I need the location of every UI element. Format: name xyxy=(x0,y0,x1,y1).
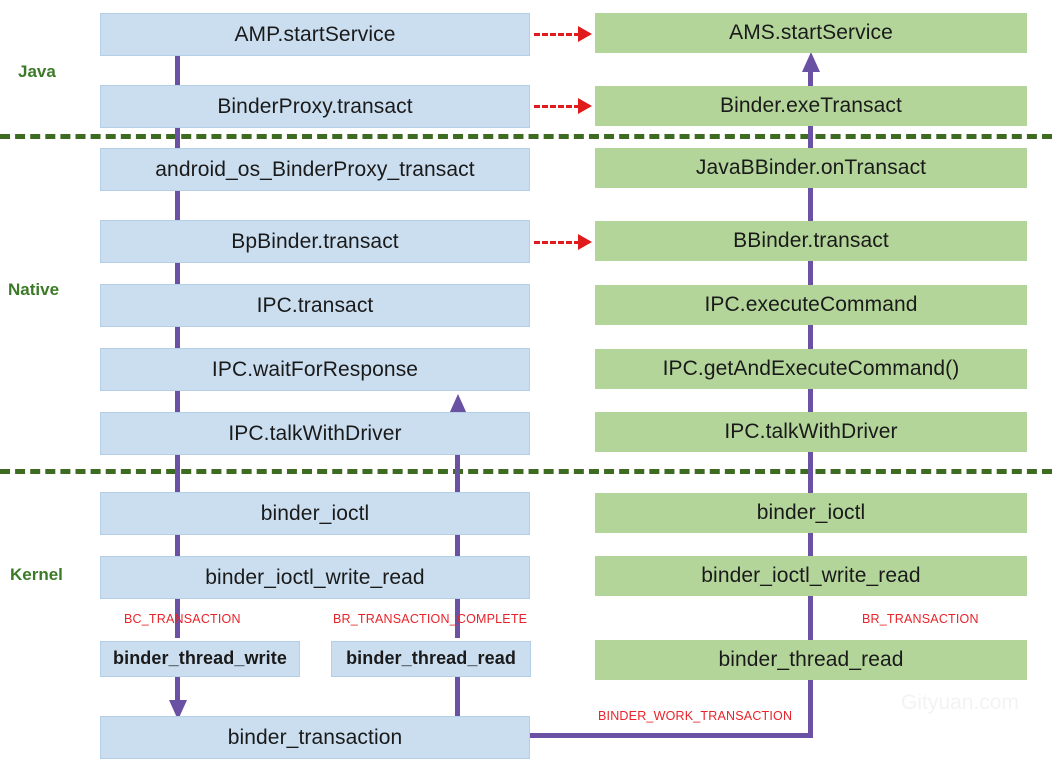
client-box-android-os-binderproxy-transact[interactable]: android_os_BinderProxy_transact xyxy=(100,148,530,191)
server-box-ams-startservice[interactable]: AMS.startService xyxy=(595,13,1027,53)
server-box-bbinder-transact[interactable]: BBinder.transact xyxy=(595,221,1027,261)
server-box-binder-ioctl-write-read[interactable]: binder_ioctl_write_read xyxy=(595,556,1027,596)
command-label-br-transaction: BR_TRANSACTION xyxy=(862,612,979,626)
watermark: Gityuan.com xyxy=(901,691,1019,714)
server-spine-main xyxy=(808,72,813,738)
client-box-bpbinder-transact[interactable]: BpBinder.transact xyxy=(100,220,530,263)
server-box-binder-exetransact[interactable]: Binder.exeTransact xyxy=(595,86,1027,126)
command-label-binder-work-transaction: BINDER_WORK_TRANSACTION xyxy=(598,709,793,723)
server-box-ipc-talkwithdriver[interactable]: IPC.talkWithDriver xyxy=(595,412,1027,452)
layer-label-java: Java xyxy=(18,62,56,81)
arrow-down-to-binder-transaction xyxy=(169,700,187,720)
transition-arrowhead-bpbinder-to-bbinder xyxy=(578,234,592,250)
arrow-up-to-ams-startservice xyxy=(802,52,820,72)
client-box-binder-ioctl-write-read[interactable]: binder_ioctl_write_read xyxy=(100,556,530,599)
transition-arrow-amp-to-ams xyxy=(534,33,580,36)
client-box-binder-ioctl[interactable]: binder_ioctl xyxy=(100,492,530,535)
server-box-ipc-getandexecutecommand[interactable]: IPC.getAndExecuteCommand() xyxy=(595,349,1027,389)
layer-label-native: Native xyxy=(8,280,60,299)
transition-arrowhead-amp-to-ams xyxy=(578,26,592,42)
layer-label-kernel: Kernel xyxy=(10,565,63,584)
transition-arrow-bpbinder-to-bbinder xyxy=(534,241,580,244)
client-spine-main xyxy=(175,55,180,638)
client-box-amp-startservice[interactable]: AMP.startService xyxy=(100,13,530,56)
transition-arrowhead-binderproxy-to-binder xyxy=(578,98,592,114)
arrow-up-to-wait-for-response xyxy=(449,394,467,414)
command-label-bc-transaction: BC_TRANSACTION xyxy=(124,612,241,626)
server-box-binder-ioctl[interactable]: binder_ioctl xyxy=(595,493,1027,533)
client-box-binderproxy-transact[interactable]: BinderProxy.transact xyxy=(100,85,530,128)
client-box-binder-thread-write[interactable]: binder_thread_write xyxy=(100,641,300,677)
command-label-br-transaction-complete: BR_TRANSACTION_COMPLETE xyxy=(333,612,528,626)
binder-work-transaction-connector xyxy=(530,733,813,738)
server-box-ipc-executecommand[interactable]: IPC.executeCommand xyxy=(595,285,1027,325)
layer-separator-native-kernel xyxy=(0,469,1052,474)
client-box-binder-thread-read[interactable]: binder_thread_read xyxy=(331,641,531,677)
client-box-binder-transaction[interactable]: binder_transaction xyxy=(100,716,530,759)
transition-arrow-binderproxy-to-binder xyxy=(534,105,580,108)
client-box-ipc-talkwithdriver[interactable]: IPC.talkWithDriver xyxy=(100,412,530,455)
client-return-spine-lower xyxy=(455,675,460,755)
client-box-ipc-transact[interactable]: IPC.transact xyxy=(100,284,530,327)
server-box-binder-thread-read[interactable]: binder_thread_read xyxy=(595,640,1027,680)
client-spine-to-transaction xyxy=(175,675,180,703)
layer-separator-java-native xyxy=(0,134,1052,139)
server-box-javabbinder-ontransact[interactable]: JavaBBinder.onTransact xyxy=(595,148,1027,188)
client-box-ipc-waitforresponse[interactable]: IPC.waitForResponse xyxy=(100,348,530,391)
